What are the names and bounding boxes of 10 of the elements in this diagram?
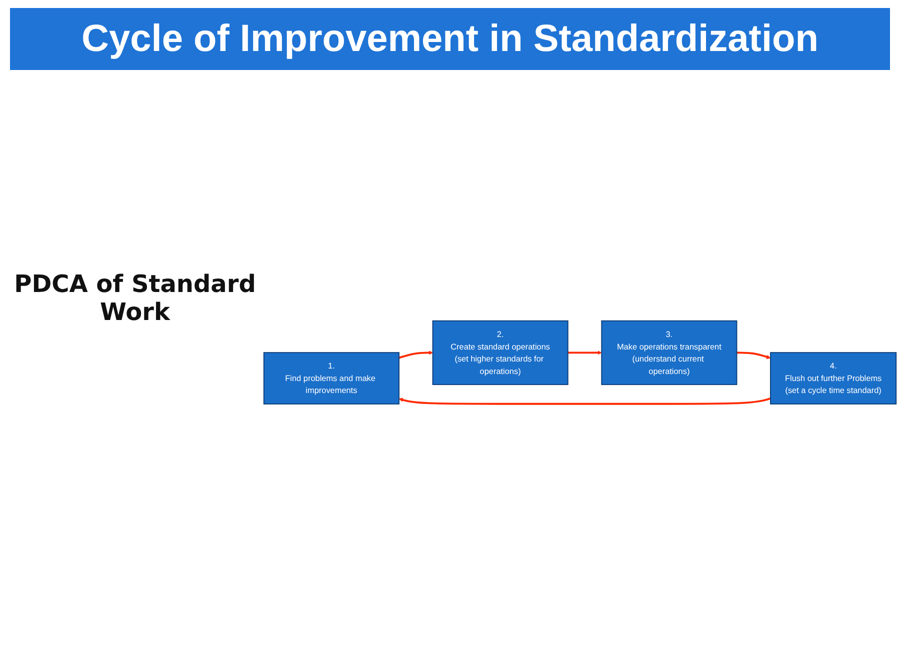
node-box: 1. Find problems and make improvements <box>263 352 400 405</box>
node-box: 4. Flush out further Problems (set a cycle time standard) <box>770 352 897 405</box>
center-label: PDCA of Standard Work <box>13 270 257 326</box>
arrow <box>398 350 433 359</box>
title-banner: Cycle of Improvement in Standardization <box>10 8 890 70</box>
arrow <box>736 352 771 360</box>
node-box: 2. Create standard operations (set higher standards for operations) <box>432 320 568 386</box>
arrow <box>568 350 602 355</box>
arrow <box>398 398 771 405</box>
node-box: 3. Make operations transparent (understand current operations) <box>601 320 738 386</box>
